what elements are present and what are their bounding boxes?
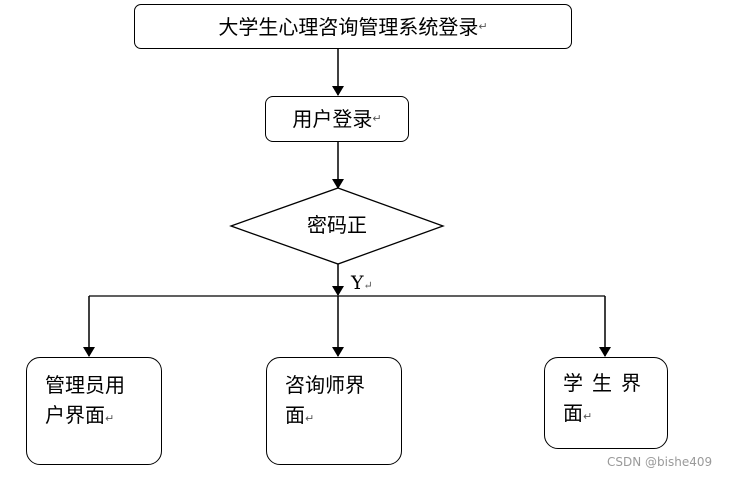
login-node: 用户登录↵ xyxy=(265,96,409,142)
watermark: CSDN @bishe409 xyxy=(607,455,713,469)
student-text-line2: 面 xyxy=(563,401,583,425)
counselor-text-line2-wrap: 面↵ xyxy=(285,400,401,434)
title-node: 大学生心理咨询管理系统登录↵ xyxy=(134,4,572,49)
branch-yes-text: Y xyxy=(351,272,364,294)
admin-interface-node: 管理员用 户界面↵ xyxy=(26,357,162,465)
paragraph-mark: ↵ xyxy=(105,412,115,425)
paragraph-mark: ↵ xyxy=(305,412,315,425)
admin-text-line1: 管理员用 xyxy=(45,373,125,397)
counselor-text-line2: 面 xyxy=(285,403,305,427)
title-text: 大学生心理咨询管理系统登录 xyxy=(218,14,479,39)
student-text-line1: 学生界 xyxy=(563,371,650,395)
paragraph-mark: ↵ xyxy=(583,410,593,423)
paragraph-mark: ↵ xyxy=(372,112,382,125)
decision-text: 密码正 xyxy=(307,213,367,237)
counselor-interface-node: 咨询师界 面↵ xyxy=(266,357,402,465)
admin-text-line2: 户界面 xyxy=(45,403,105,427)
paragraph-mark: ↵ xyxy=(363,279,373,292)
student-interface-node: 学生界 面↵ xyxy=(544,357,668,449)
branch-yes-label: Y↵ xyxy=(351,272,373,294)
paragraph-mark: ↵ xyxy=(478,19,488,33)
counselor-text-line1: 咨询师界 xyxy=(285,373,365,397)
admin-text-line2-wrap: 户界面↵ xyxy=(45,400,161,434)
student-text-line2-wrap: 面↵ xyxy=(563,398,667,432)
login-text: 用户登录 xyxy=(292,107,373,131)
